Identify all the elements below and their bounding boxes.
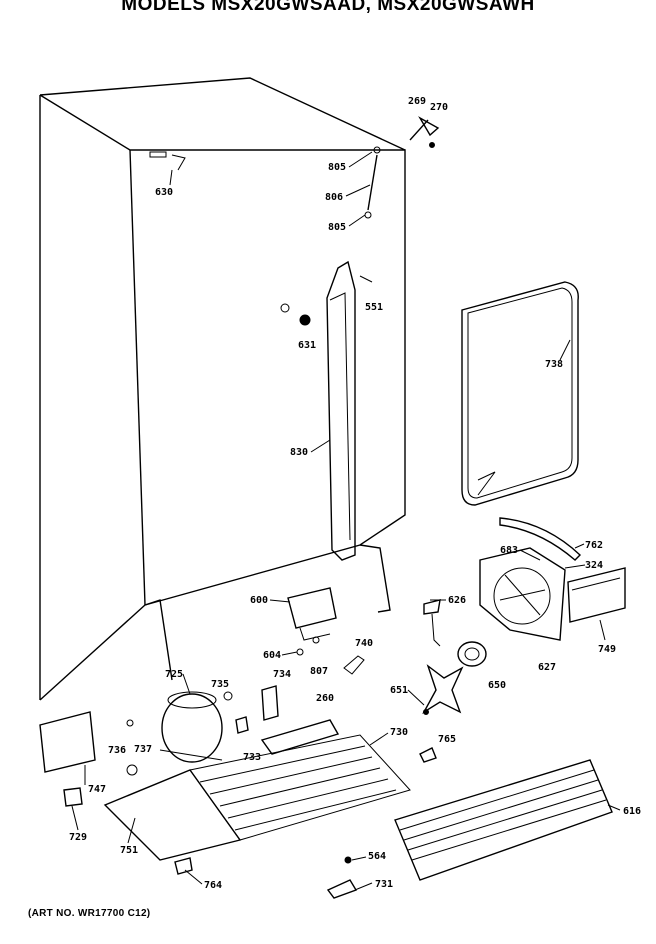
fan-shroud-627 — [479, 547, 566, 641]
label-269: 269 — [408, 96, 426, 107]
leader-lines — [71, 151, 621, 891]
label-738: 738 — [545, 359, 563, 370]
label-729: 729 — [69, 832, 87, 843]
part-260 — [260, 719, 340, 755]
label-749: 749 — [598, 644, 616, 655]
label-260: 260 — [316, 693, 334, 704]
label-731: 731 — [375, 879, 393, 890]
center-mullion-strip — [326, 260, 373, 561]
label-551: 551 — [365, 302, 383, 313]
hinge-pin-269 — [409, 116, 440, 148]
relay-parts — [223, 685, 279, 734]
label-626: 626 — [448, 595, 466, 606]
grommet-631 — [280, 303, 311, 326]
label-616: 616 — [623, 806, 641, 817]
bracket-747 — [39, 711, 138, 807]
base-pan-751 — [103, 769, 242, 861]
part-labels: 269 270 805 806 805 630 551 631 738 830 … — [69, 96, 641, 891]
label-270: 270 — [430, 102, 448, 113]
compressor-725 — [159, 691, 223, 763]
label-735: 735 — [211, 679, 229, 690]
part-626 — [423, 599, 441, 647]
label-630: 630 — [155, 187, 173, 198]
label-730: 730 — [390, 727, 408, 738]
gasket-738 — [461, 281, 579, 506]
label-805-bottom: 805 — [328, 222, 346, 233]
label-650: 650 — [488, 680, 506, 691]
rear-grille-616 — [394, 759, 613, 881]
label-733: 733 — [243, 752, 261, 763]
cover-749 — [567, 567, 626, 623]
label-604: 604 — [263, 650, 281, 661]
label-737: 737 — [134, 744, 152, 755]
label-627: 627 — [538, 662, 556, 673]
label-683: 683 — [500, 545, 518, 556]
label-324: 324 — [585, 560, 603, 571]
clip-parts — [174, 747, 437, 899]
label-762: 762 — [585, 540, 603, 551]
art-number: (ART NO. WR17700 C12) — [28, 908, 151, 919]
rod-806 — [364, 146, 381, 219]
label-740: 740 — [355, 638, 373, 649]
water-valve-600 — [287, 587, 337, 641]
label-806: 806 — [325, 192, 343, 203]
refrigerator-cabinet — [39, 77, 406, 701]
condenser-coil-730 — [189, 734, 411, 841]
label-734: 734 — [273, 669, 291, 680]
label-765: 765 — [438, 734, 456, 745]
label-805-top: 805 — [328, 162, 346, 173]
label-651: 651 — [390, 685, 408, 696]
label-747: 747 — [88, 784, 106, 795]
label-564: 564 — [368, 851, 386, 862]
label-600: 600 — [250, 595, 268, 606]
label-631: 631 — [298, 340, 316, 351]
label-751: 751 — [120, 845, 138, 856]
small-parts — [296, 636, 365, 675]
fan-blade-651 — [422, 664, 464, 715]
diagram-title: MODELS MSX20GWSAAD, MSX20GWSAWH — [121, 0, 535, 15]
label-807: 807 — [310, 666, 328, 677]
fan-motor-650 — [457, 641, 487, 667]
tube-762 — [499, 517, 582, 561]
label-764: 764 — [204, 880, 222, 891]
label-736: 736 — [108, 745, 126, 756]
label-830: 830 — [290, 447, 308, 458]
label-725: 725 — [165, 669, 183, 680]
